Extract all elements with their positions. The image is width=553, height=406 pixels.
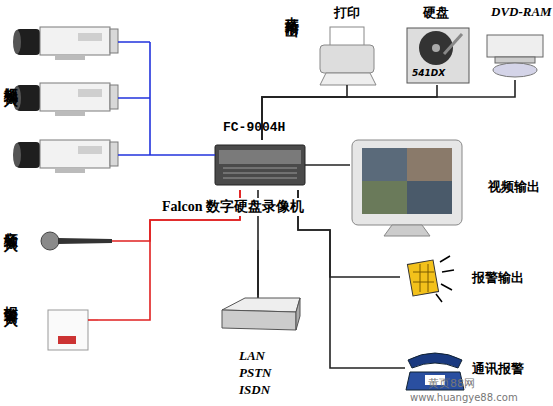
camera-badge xyxy=(78,33,102,41)
free-label: 541DX xyxy=(412,68,445,78)
lens-glass xyxy=(13,86,21,110)
node-label: 视频输入 xyxy=(2,75,20,83)
printer-tray xyxy=(320,73,376,85)
router-front xyxy=(222,310,296,330)
lens-glass xyxy=(13,143,21,167)
sensor-indicator xyxy=(58,336,76,344)
camera-body xyxy=(40,140,110,168)
monitor-view xyxy=(407,148,452,181)
video-bus-wire xyxy=(118,42,150,155)
microphone-head xyxy=(41,232,59,250)
node-label: Falcon 数字硬盘录像机 xyxy=(160,198,306,216)
dvr-vents xyxy=(223,168,297,178)
camera-body xyxy=(40,27,110,55)
camera-icon xyxy=(13,140,118,173)
device-node: LAN PSTN ISDN xyxy=(215,295,305,345)
sensor-wire xyxy=(88,319,98,321)
dvd-drive xyxy=(487,35,543,57)
connector-wire xyxy=(305,164,350,166)
alarm-grid xyxy=(413,264,434,292)
camera-icon xyxy=(13,83,118,116)
camera-mount xyxy=(55,168,85,173)
connector-wire xyxy=(298,190,405,368)
device-node: 视频输入 xyxy=(2,25,131,175)
device-node: DVD-RAM xyxy=(485,28,545,80)
printer-paper xyxy=(330,27,364,47)
node-label: LAN PSTN ISDN xyxy=(239,347,283,398)
free-label: www.huangye88.com xyxy=(410,392,518,403)
node-label: 报警输出 xyxy=(472,269,524,287)
lens-glass xyxy=(13,30,21,54)
connector-wire xyxy=(298,190,400,277)
printer-body xyxy=(320,45,374,73)
connector-wire xyxy=(131,154,215,156)
device-node: 报警输入 xyxy=(2,290,98,360)
camera-back xyxy=(110,142,118,166)
connector-wire xyxy=(262,80,515,140)
camera-mount xyxy=(55,111,85,116)
device-node: 报警输出 xyxy=(400,255,455,300)
microphone-handle xyxy=(58,238,112,244)
dvd-disc xyxy=(493,63,537,77)
router-side xyxy=(296,298,300,330)
camera-back xyxy=(110,29,118,53)
connector-wire xyxy=(262,85,437,140)
camera-badge xyxy=(78,146,102,154)
device-node: 音频输入 xyxy=(2,215,112,275)
dvr-chassis xyxy=(215,145,305,185)
node-label: 音频输入 xyxy=(2,220,20,228)
node-label: 硬盘 xyxy=(423,4,449,22)
monitor-bezel xyxy=(352,140,462,225)
monitor-view xyxy=(407,181,452,214)
camera-back xyxy=(110,85,118,109)
node-label: FC-9004H xyxy=(223,120,285,135)
dvd-tray xyxy=(495,57,535,63)
alarm-light xyxy=(407,260,438,296)
device-node: 视频输出 xyxy=(350,140,465,235)
alarm-sensor xyxy=(48,310,88,350)
camera-mount xyxy=(55,55,85,60)
node-label: 报警输入 xyxy=(2,295,20,303)
device-node: FC-9004HFalcon 数字硬盘录像机 xyxy=(215,140,305,190)
node-label: 视频输出 xyxy=(488,178,540,196)
monitor-view xyxy=(362,148,407,181)
monitor-view xyxy=(362,181,407,214)
hdd-case xyxy=(407,28,469,83)
node-label: 打印 xyxy=(334,4,360,22)
device-node: 打印 xyxy=(318,25,376,85)
free-label: 黄页88网 xyxy=(428,376,475,391)
free-label: 支持输出 xyxy=(283,6,301,14)
camera-badge xyxy=(78,89,102,97)
alarm-rays xyxy=(436,256,454,302)
monitor-stand xyxy=(384,225,430,236)
node-label: DVD-RAM xyxy=(491,4,552,20)
hdd-arm xyxy=(444,34,462,54)
dvr-front-panel xyxy=(219,150,301,164)
camera-body xyxy=(40,83,110,111)
hdd-spindle xyxy=(432,44,440,52)
phone-handset xyxy=(408,353,462,368)
node-label: 通讯报警 xyxy=(472,360,524,378)
camera-icon xyxy=(13,27,118,60)
